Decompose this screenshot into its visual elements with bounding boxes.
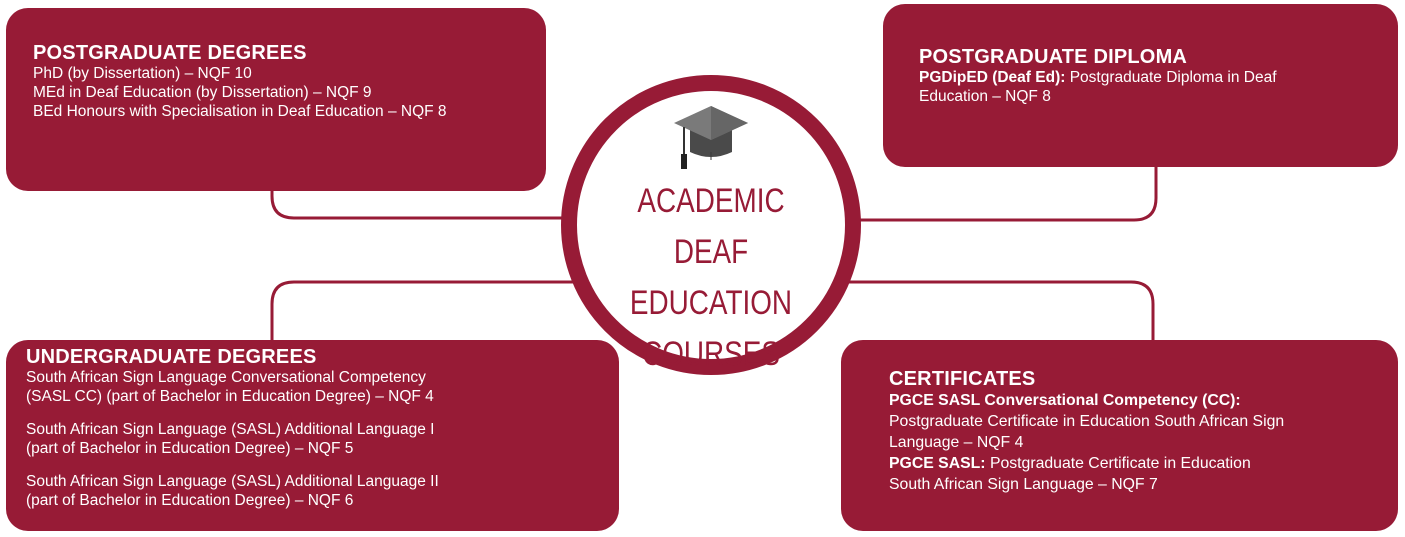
- diploma-description-cont: Education – NQF 8: [919, 88, 1051, 105]
- certificate-2-description: Postgraduate Certificate in Education: [985, 455, 1251, 472]
- postgraduate-degree-item: MEd in Deaf Education (by Dissertation) …: [33, 84, 372, 101]
- undergraduate-item-line: (part of Bachelor in Education Degree) –…: [26, 492, 354, 509]
- certificate-1-title: PGCE SASL Conversational Competency (CC)…: [889, 390, 1398, 411]
- certificate-1-code: PGCE SASL Conversational Competency (CC)…: [889, 392, 1241, 409]
- hub-title-line: EDUCATION: [629, 284, 793, 322]
- certificates-box: CERTIFICATES PGCE SASL Conversational Co…: [841, 340, 1398, 531]
- certificate-2-code: PGCE SASL:: [889, 455, 986, 472]
- undergraduate-degrees-heading: UNDERGRADUATE DEGREES: [26, 346, 317, 368]
- connector-bottom-right: [845, 280, 1155, 348]
- undergraduate-item-line: South African Sign Language (SASL) Addit…: [26, 421, 435, 438]
- diploma-description: Postgraduate Diploma in Deaf: [1065, 69, 1277, 86]
- postgraduate-degree-item: PhD (by Dissertation) – NQF 10: [33, 65, 252, 82]
- graduation-cap-icon: [674, 106, 748, 169]
- certificate-2-line-cont: South African Sign Language – NQF 7: [889, 476, 1158, 493]
- connector-bottom-left: [270, 280, 590, 348]
- connector-top-left: [270, 165, 575, 220]
- central-hub-circle: ACADEMIC DEAF EDUCATION COURSES: [561, 75, 861, 375]
- postgraduate-degrees-heading: POSTGRADUATE DEGREES: [33, 42, 307, 64]
- diploma-line: PGDipED (Deaf Ed): Postgraduate Diploma …: [919, 68, 1398, 87]
- postgraduate-degrees-box: POSTGRADUATE DEGREES PhD (by Dissertatio…: [6, 8, 546, 191]
- hub-title-line: ACADEMIC DEAF: [637, 182, 785, 271]
- connector-top-right: [845, 160, 1158, 222]
- postgraduate-diploma-box: POSTGRADUATE DIPLOMA PGDipED (Deaf Ed): …: [883, 4, 1398, 167]
- diploma-code: PGDipED (Deaf Ed):: [919, 69, 1066, 86]
- undergraduate-degrees-box: UNDERGRADUATE DEGREES South African Sign…: [6, 340, 619, 531]
- hub-title-line: COURSES: [642, 335, 780, 373]
- certificates-heading: CERTIFICATES: [889, 368, 1036, 390]
- certificate-1-line: Postgraduate Certificate in Education So…: [889, 413, 1285, 430]
- undergraduate-item-line: (part of Bachelor in Education Degree) –…: [26, 440, 354, 457]
- hub-title: ACADEMIC DEAF EDUCATION COURSES: [601, 176, 821, 380]
- certificate-2-line: PGCE SASL: Postgraduate Certificate in E…: [889, 453, 1398, 474]
- certificate-1-line: Language – NQF 4: [889, 434, 1024, 451]
- undergraduate-item-line: South African Sign Language (SASL) Addit…: [26, 473, 439, 490]
- postgraduate-degree-item: BEd Honours with Specialisation in Deaf …: [33, 103, 447, 120]
- undergraduate-item-line: South African Sign Language Conversation…: [26, 369, 426, 386]
- undergraduate-item-line: (SASL CC) (part of Bachelor in Education…: [26, 388, 434, 405]
- postgraduate-diploma-heading: POSTGRADUATE DIPLOMA: [919, 46, 1188, 68]
